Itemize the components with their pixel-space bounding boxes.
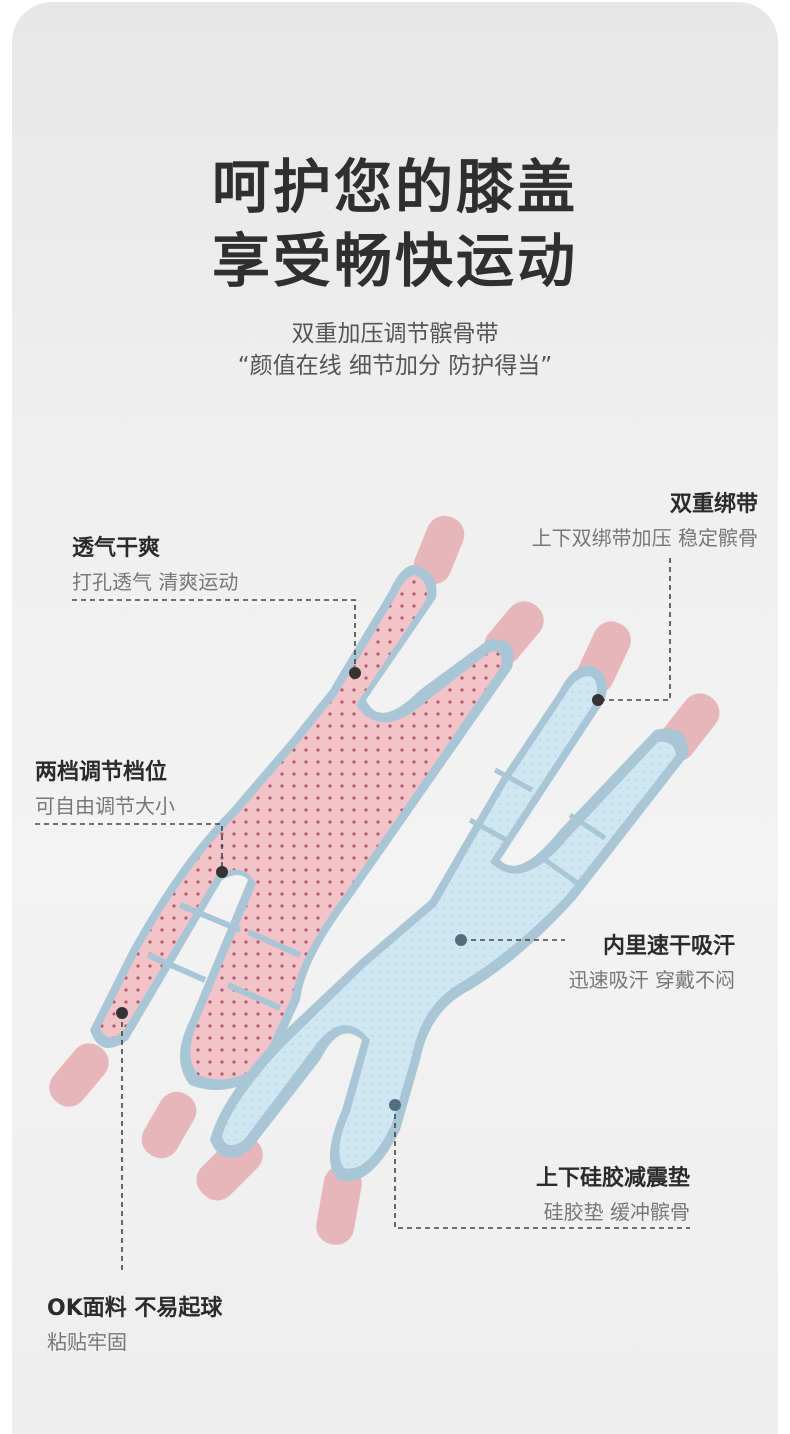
feature-silicone-pad-title: 上下硅胶减震垫 xyxy=(535,1166,690,1191)
feature-quick-dry-title: 内里速干吸汗 xyxy=(602,934,735,959)
headline-line-2: 享受畅快运动 xyxy=(211,227,578,295)
subtitle-line-1: 双重加压调节髌骨带 xyxy=(291,321,499,347)
annotation-leaders xyxy=(35,558,690,1270)
feature-silicone-pad-desc: 硅胶垫 缓冲髌骨 xyxy=(543,1200,690,1224)
feature-breathable-desc: 打孔透气 清爽运动 xyxy=(72,570,239,594)
annotation-dots xyxy=(116,667,604,1111)
headline-line-1: 呵护您的膝盖 xyxy=(211,153,578,221)
feature-quick-dry-desc: 迅速吸汗 穿戴不闷 xyxy=(568,968,735,992)
feature-ok-fabric-desc: 粘贴牢固 xyxy=(47,1330,127,1354)
feature-ok-fabric-title: OK面料 不易起球 xyxy=(47,1296,223,1321)
subtitle-line-2: “颜值在线 细节加分 防护得当” xyxy=(237,353,553,379)
feature-double-strap-desc: 上下双绑带加压 稳定髌骨 xyxy=(531,526,758,550)
feature-adjust-desc: 可自由调节大小 xyxy=(35,794,175,818)
feature-double-strap-title: 双重绑带 xyxy=(669,492,758,517)
blue-knee-strap xyxy=(196,621,720,1245)
feature-adjust-title: 两档调节档位 xyxy=(35,760,168,785)
feature-breathable-title: 透气干爽 xyxy=(72,536,161,561)
pink-knee-strap xyxy=(49,515,544,1159)
